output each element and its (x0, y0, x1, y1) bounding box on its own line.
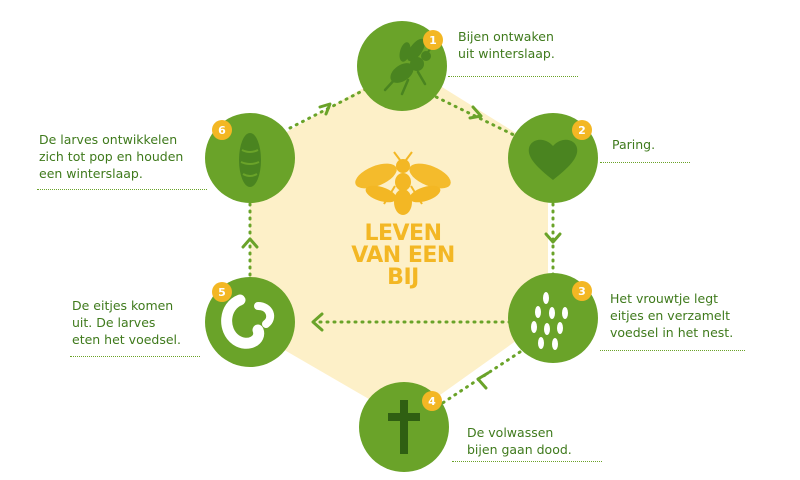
larvae-icon (221, 294, 275, 349)
step-5-badge (212, 282, 232, 302)
step-4-number: 4 (428, 395, 436, 408)
arrow-3-4-icon (476, 371, 490, 390)
step-2-rule (600, 162, 690, 163)
step-6-badge (212, 120, 232, 140)
step-2-number: 2 (578, 124, 586, 137)
step-5-text: De eitjes komen uit. De larves eten het … (72, 298, 181, 347)
bee-icon (383, 38, 435, 96)
step-4-node: 4 (359, 382, 449, 472)
heart-icon (528, 139, 578, 180)
step-4-text: De volwassen bijen gaan dood. (467, 425, 572, 457)
title-line-2: VAN EEN (351, 243, 455, 268)
step-3-text: Het vrouwtje legt eitjes en verzamelt vo… (610, 291, 734, 340)
step-5-number: 5 (218, 286, 226, 299)
arrow-2-3-icon (544, 232, 562, 244)
arrow-1-2-icon (468, 105, 483, 120)
step-3-badge (572, 281, 592, 301)
arrow-5-6-icon (241, 237, 259, 249)
step-3-number: 3 (578, 285, 586, 298)
central-bee-icon (355, 151, 451, 215)
connector-6-1 (288, 84, 374, 130)
step-1-rule (448, 76, 578, 77)
step-2-badge (572, 120, 592, 140)
step-6-text: De larves ontwikkelen zich tot pop en ho… (39, 132, 184, 181)
hexagon-background (250, 64, 548, 420)
step-6-number: 6 (218, 124, 226, 137)
step-1-number: 1 (429, 34, 437, 47)
step-1-badge (423, 30, 443, 50)
pupa-icon (239, 133, 261, 187)
title-line-3: BIJ (387, 265, 419, 290)
cross-icon (388, 400, 420, 454)
step-6-node: 6 (205, 113, 295, 203)
step-5-node: 5 (205, 277, 295, 367)
arrow-3-5-icon (311, 312, 324, 332)
cycle-arrowheads (241, 102, 562, 390)
arrow-6-1-icon (318, 102, 332, 116)
step-5-rule (70, 356, 200, 357)
step-1-node: 1 (357, 21, 447, 111)
title-line-1: LEVEN (364, 221, 441, 246)
eggs-icon (531, 292, 568, 350)
step-2-text: Paring. (612, 137, 656, 152)
step-6-rule (37, 189, 207, 190)
step-4-badge (422, 391, 442, 411)
step-2-node: 2 (508, 113, 598, 203)
step-4-rule (452, 461, 602, 462)
step-1-text: Bijen ontwaken uit winterslaap. (458, 29, 555, 61)
step-3-rule (600, 350, 745, 351)
step-3-node: 3 (508, 273, 598, 363)
